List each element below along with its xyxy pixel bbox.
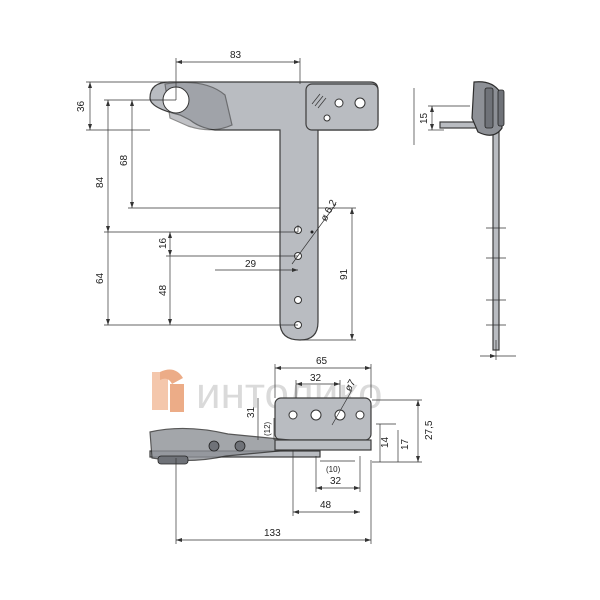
side-dim-arrows xyxy=(430,106,496,358)
side-view: 15 xyxy=(413,81,516,360)
dim-68: 68 xyxy=(119,154,130,166)
front-dim-arrows xyxy=(88,60,354,340)
dim-10: (10) xyxy=(326,465,341,474)
dim-65: 65 xyxy=(316,356,328,367)
bottom-hole-1 xyxy=(288,410,298,420)
dim-16: 16 xyxy=(158,237,169,249)
dim-27-5: 27,5 xyxy=(424,420,435,440)
bottom-dimension-lines xyxy=(175,364,422,544)
bottom-pin xyxy=(157,455,189,465)
dim-dia-7: ø7 xyxy=(343,378,359,394)
dim-48-bottom: 48 xyxy=(320,500,332,511)
bottom-bolt-1 xyxy=(208,440,220,452)
leg-hole-3 xyxy=(294,296,302,304)
dim-12: (12) xyxy=(263,421,272,436)
bottom-hole-2 xyxy=(310,409,322,421)
leg-dot xyxy=(310,230,314,234)
side-bolt-2 xyxy=(497,89,505,127)
dim-64: 64 xyxy=(95,272,106,284)
dim-36: 36 xyxy=(76,100,87,112)
dim-84: 84 xyxy=(95,176,106,188)
bottom-dim-arrows xyxy=(176,366,420,542)
dim-17: 17 xyxy=(400,438,411,450)
side-bolt-1 xyxy=(484,87,494,129)
front-dimension-lines xyxy=(86,58,356,341)
dim-48: 48 xyxy=(158,284,169,296)
dim-133: 133 xyxy=(264,528,281,539)
bottom-hole-3 xyxy=(334,409,346,421)
watermark-logo-icon xyxy=(152,369,184,412)
dim-15: 15 xyxy=(419,112,430,124)
dim-91: 91 xyxy=(339,268,350,280)
bottom-plate xyxy=(274,397,372,441)
dim-hole-diameter: ø 6,2 xyxy=(319,198,340,224)
dim-31: 31 xyxy=(246,406,257,418)
bottom-bracket xyxy=(274,439,372,451)
dim-83: 83 xyxy=(230,50,242,61)
plate-hole-3 xyxy=(323,114,331,122)
plate-hole-2 xyxy=(354,97,366,109)
bottom-bolt-2 xyxy=(234,440,246,452)
front-view: 83 36 84 68 64 16 48 29 91 ø 6,2 xyxy=(76,50,379,341)
side-plate xyxy=(492,109,500,351)
bottom-view: 65 32 ø7 31 (12) 14 17 27,5 (10) 32 48 1… xyxy=(149,356,435,544)
dim-14: 14 xyxy=(380,436,391,448)
dim-32-top: 32 xyxy=(310,373,322,384)
mounting-plate xyxy=(305,83,379,131)
dim-32-low: 32 xyxy=(330,476,342,487)
plate-hole-1 xyxy=(334,98,344,108)
hatch-marks xyxy=(311,93,327,109)
bottom-hole-4 xyxy=(355,410,365,420)
dim-29: 29 xyxy=(245,259,257,270)
